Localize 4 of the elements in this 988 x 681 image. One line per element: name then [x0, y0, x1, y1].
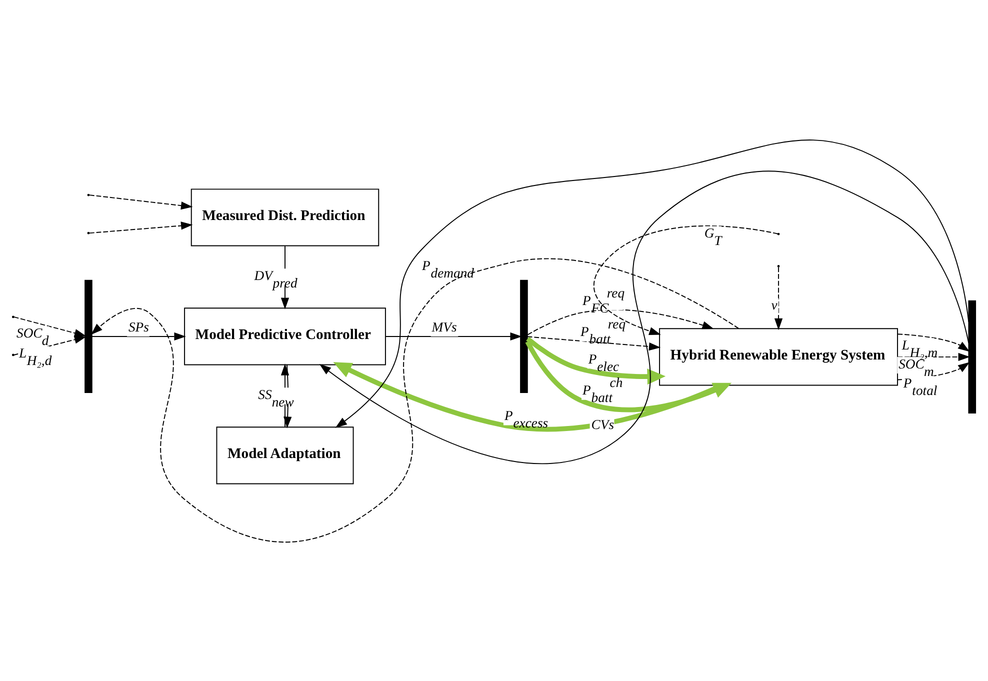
edge-label: SPs: [128, 318, 149, 334]
edge-label: v: [771, 296, 778, 312]
edge-label: MVs: [432, 318, 457, 334]
edge-label: CVs: [591, 416, 614, 432]
